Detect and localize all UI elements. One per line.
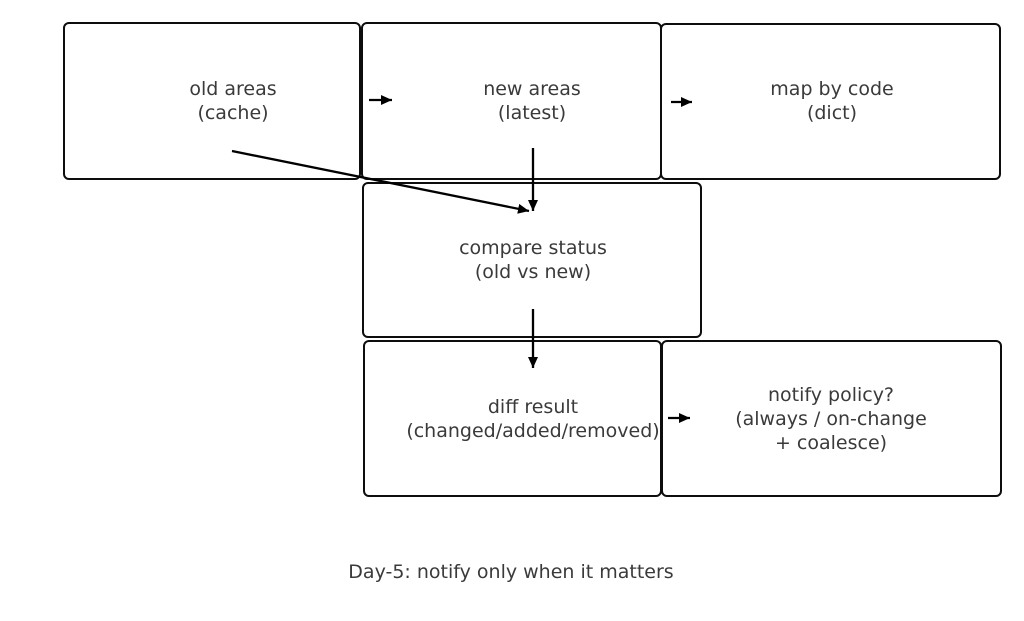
node-box-diff-result [363, 340, 662, 497]
node-label-line: (latest) [497, 102, 567, 124]
node-label-line: (changed/added/removed) [406, 420, 660, 442]
node-label-line: (dict) [806, 102, 858, 124]
node-box-old-areas [63, 22, 361, 180]
node-box-notify-policy [661, 340, 1002, 497]
node-label-new-areas: new areas (latest) [483, 77, 581, 125]
node-label-old-areas: old areas (cache) [189, 77, 276, 125]
node-label-line: new areas [483, 78, 581, 100]
node-label-line: (old vs new) [474, 261, 592, 283]
node-label-line: (cache) [197, 102, 269, 124]
node-label-line: diff result [487, 396, 579, 418]
node-label-line: compare status [459, 237, 607, 259]
node-label-line: + coalesce) [774, 432, 888, 454]
node-label-line: notify policy? [767, 384, 895, 406]
node-label-notify-policy: notify policy? (always / on-change + coa… [735, 383, 927, 455]
node-box-map-by-code [660, 23, 1001, 180]
node-label-line: map by code [770, 78, 894, 100]
node-label-line: old areas [189, 78, 277, 100]
node-label-line: (always / on-change [735, 408, 927, 430]
diagram-caption: Day-5: notify only when it matters [348, 561, 674, 583]
node-label-diff-result: diff result (changed/added/removed) [406, 395, 659, 443]
node-label-map-by-code: map by code (dict) [770, 77, 893, 125]
node-label-compare-status: compare status (old vs new) [459, 236, 607, 284]
